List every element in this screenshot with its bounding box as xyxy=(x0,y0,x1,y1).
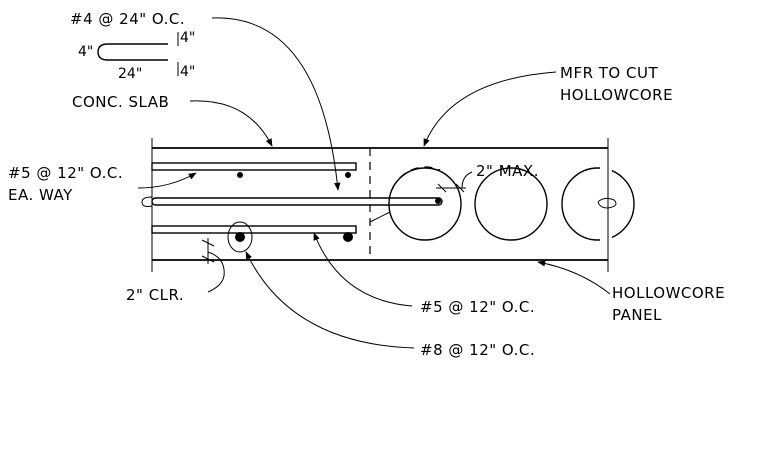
hollow-core xyxy=(561,167,635,241)
hook-dim-top: 4" xyxy=(180,30,195,46)
hollowcore-label-2: PANEL xyxy=(612,306,662,324)
large-bar-label: #8 @ 12" O.C. xyxy=(420,341,535,359)
max-dim-label: 2" MAX. xyxy=(476,162,539,180)
clr-dim-label: 2" CLR. xyxy=(126,286,184,304)
top-bars-label-2: EA. WAY xyxy=(8,186,73,204)
max-dim-ticks xyxy=(436,171,473,193)
top-rebar xyxy=(151,162,357,178)
hook-dim-left: 4" xyxy=(78,44,93,60)
clr-dim-ticks xyxy=(201,238,225,293)
bottom-rebar xyxy=(151,221,357,253)
conc-slab-label: CONC. SLAB xyxy=(72,93,169,111)
leaders xyxy=(137,17,611,349)
hollowcore-cores xyxy=(388,138,635,272)
hook-bar-detail: 4" 4" 24" 4" xyxy=(78,30,195,82)
hollowcore-label: HOLLOWCORE xyxy=(612,284,725,302)
joint-diagonal xyxy=(369,211,391,223)
hook-dim-length: 24" xyxy=(118,66,142,82)
mfr-label-2: HOLLOWCORE xyxy=(560,86,673,104)
hollow-core xyxy=(474,167,548,241)
mfr-label: MFR TO CUT xyxy=(560,64,658,82)
bottom-bar-label: #5 @ 12" O.C. xyxy=(420,298,535,316)
hook-bar-label: #4 @ 24" O.C. xyxy=(70,10,185,28)
hook-dim-bottom: 4" xyxy=(180,64,195,80)
top-bars-label: #5 @ 12" O.C. xyxy=(8,164,123,182)
dowel-bar xyxy=(141,196,443,207)
cut-core xyxy=(388,167,462,241)
